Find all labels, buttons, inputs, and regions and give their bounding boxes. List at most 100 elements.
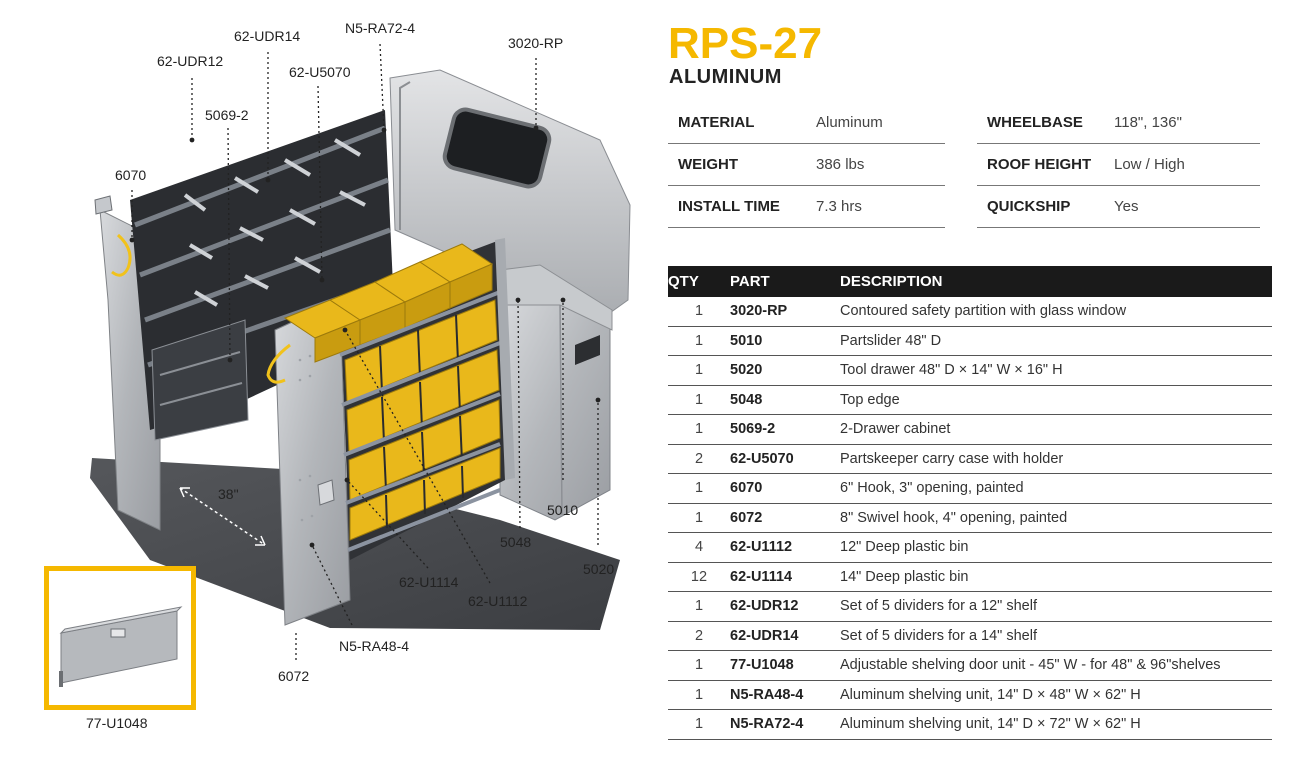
part-description: Top edge (840, 385, 1272, 415)
part-description: Partslider 48" D (840, 326, 1272, 356)
spec-label: WEIGHT (668, 143, 816, 186)
callout-6072: 6072 (278, 668, 310, 684)
callout-5069-2: 5069-2 (205, 107, 249, 123)
spec-label: WHEELBASE (977, 102, 1114, 144)
part-number: 5010 (730, 326, 840, 356)
header-part: PART (730, 266, 840, 297)
spec-value: 118", 136" (1114, 102, 1260, 144)
part-number: N5-RA48-4 (730, 680, 840, 710)
callout-n5-ra72-4: N5-RA72-4 (345, 20, 416, 36)
part-qty: 1 (668, 503, 730, 533)
spec-label: ROOF HEIGHT (977, 143, 1114, 186)
part-qty: 1 (668, 326, 730, 356)
part-number: 6072 (730, 503, 840, 533)
dimension-arrow (179, 487, 266, 546)
part-qty: 12 (668, 562, 730, 592)
callout-5020: 5020 (583, 561, 615, 577)
callout-n5-ra48-4: N5-RA48-4 (339, 638, 410, 654)
header-description: DESCRIPTION (840, 266, 1272, 297)
part-qty: 1 (668, 650, 730, 681)
spec-row: INSTALL TIME 7.3 hrs (668, 185, 945, 228)
part-description: Aluminum shelving unit, 14" D × 72" W × … (840, 709, 1272, 740)
hook-6072 (266, 343, 291, 384)
part-number: N5-RA72-4 (730, 709, 840, 740)
part-qty: 1 (668, 355, 730, 386)
product-title: RPS-27 (668, 19, 823, 68)
part-number: 5020 (730, 355, 840, 386)
callout-62-u1112: 62-U1112 (468, 593, 528, 609)
spec-row: QUICKSHIP Yes (977, 185, 1260, 228)
part-description: 2-Drawer cabinet (840, 414, 1272, 445)
callout-5010: 5010 (547, 502, 579, 518)
part-number: 62-U1114 (730, 562, 840, 592)
spec-row: WEIGHT 386 lbs (668, 143, 945, 186)
callout-5048: 5048 (500, 534, 532, 550)
part-description: 14" Deep plastic bin (840, 562, 1272, 592)
part-qty: 1 (668, 591, 730, 622)
part-number: 77-U1048 (730, 650, 840, 681)
part-description: Tool drawer 48" D × 14" W × 16" H (840, 355, 1272, 386)
part-qty: 2 (668, 621, 730, 651)
hook-6070 (111, 233, 132, 277)
part-description: Set of 5 dividers for a 14" shelf (840, 621, 1272, 651)
door-unit-inset (44, 566, 196, 710)
part-number: 62-U1112 (730, 532, 840, 563)
part-number: 6070 (730, 473, 840, 504)
part-description: 8" Swivel hook, 4" opening, painted (840, 503, 1272, 533)
spec-table-right: WHEELBASE 118", 136" ROOF HEIGHT Low / H… (977, 102, 1260, 228)
part-qty: 1 (668, 473, 730, 504)
van-shelving-drawing (90, 43, 631, 660)
part-number: 5048 (730, 385, 840, 415)
part-description: Adjustable shelving door unit - 45" W - … (840, 650, 1272, 681)
part-qty: 2 (668, 444, 730, 474)
callout-dimension-38: 38" (218, 486, 239, 502)
part-description: 12" Deep plastic bin (840, 532, 1272, 563)
callout-6070: 6070 (115, 167, 147, 183)
part-qty: 1 (668, 385, 730, 415)
spec-row: ROOF HEIGHT Low / High (977, 143, 1260, 186)
spec-label: INSTALL TIME (668, 185, 816, 228)
part-description: Contoured safety partition with glass wi… (840, 297, 1272, 327)
spec-table-left: MATERIAL Aluminum WEIGHT 386 lbs INSTALL… (668, 102, 945, 228)
callout-77-u1048: 77-U1048 (86, 715, 148, 731)
product-material-subtitle: ALUMINUM (669, 66, 782, 88)
part-description: 6" Hook, 3" opening, painted (840, 473, 1272, 504)
spec-value: Yes (1114, 185, 1260, 228)
spec-label: MATERIAL (668, 102, 816, 144)
parts-table-header: QTY PART DESCRIPTION (668, 266, 1272, 297)
partition-window (442, 107, 552, 189)
callout-62-u5070: 62-U5070 (289, 64, 351, 80)
part-qty: 1 (668, 680, 730, 710)
spec-value: 386 lbs (816, 143, 945, 186)
spec-value: 7.3 hrs (816, 185, 945, 228)
spec-row: MATERIAL Aluminum (668, 102, 945, 144)
part-qty: 1 (668, 414, 730, 445)
spec-value: Low / High (1114, 143, 1260, 186)
part-number: 62-UDR14 (730, 621, 840, 651)
tool-drawer-cabinet (499, 299, 611, 521)
part-description: Aluminum shelving unit, 14" D × 48" W × … (840, 680, 1272, 710)
callout-62-u1114: 62-U1114 (399, 574, 459, 590)
header-qty: QTY (668, 266, 730, 297)
part-number: 62-UDR12 (730, 591, 840, 622)
door-unit-drawing (59, 606, 183, 687)
spec-row: WHEELBASE 118", 136" (977, 102, 1260, 144)
callout-62-udr12: 62-UDR12 (157, 53, 224, 69)
drawer-cabinet (151, 319, 249, 441)
part-qty: 1 (668, 297, 730, 327)
